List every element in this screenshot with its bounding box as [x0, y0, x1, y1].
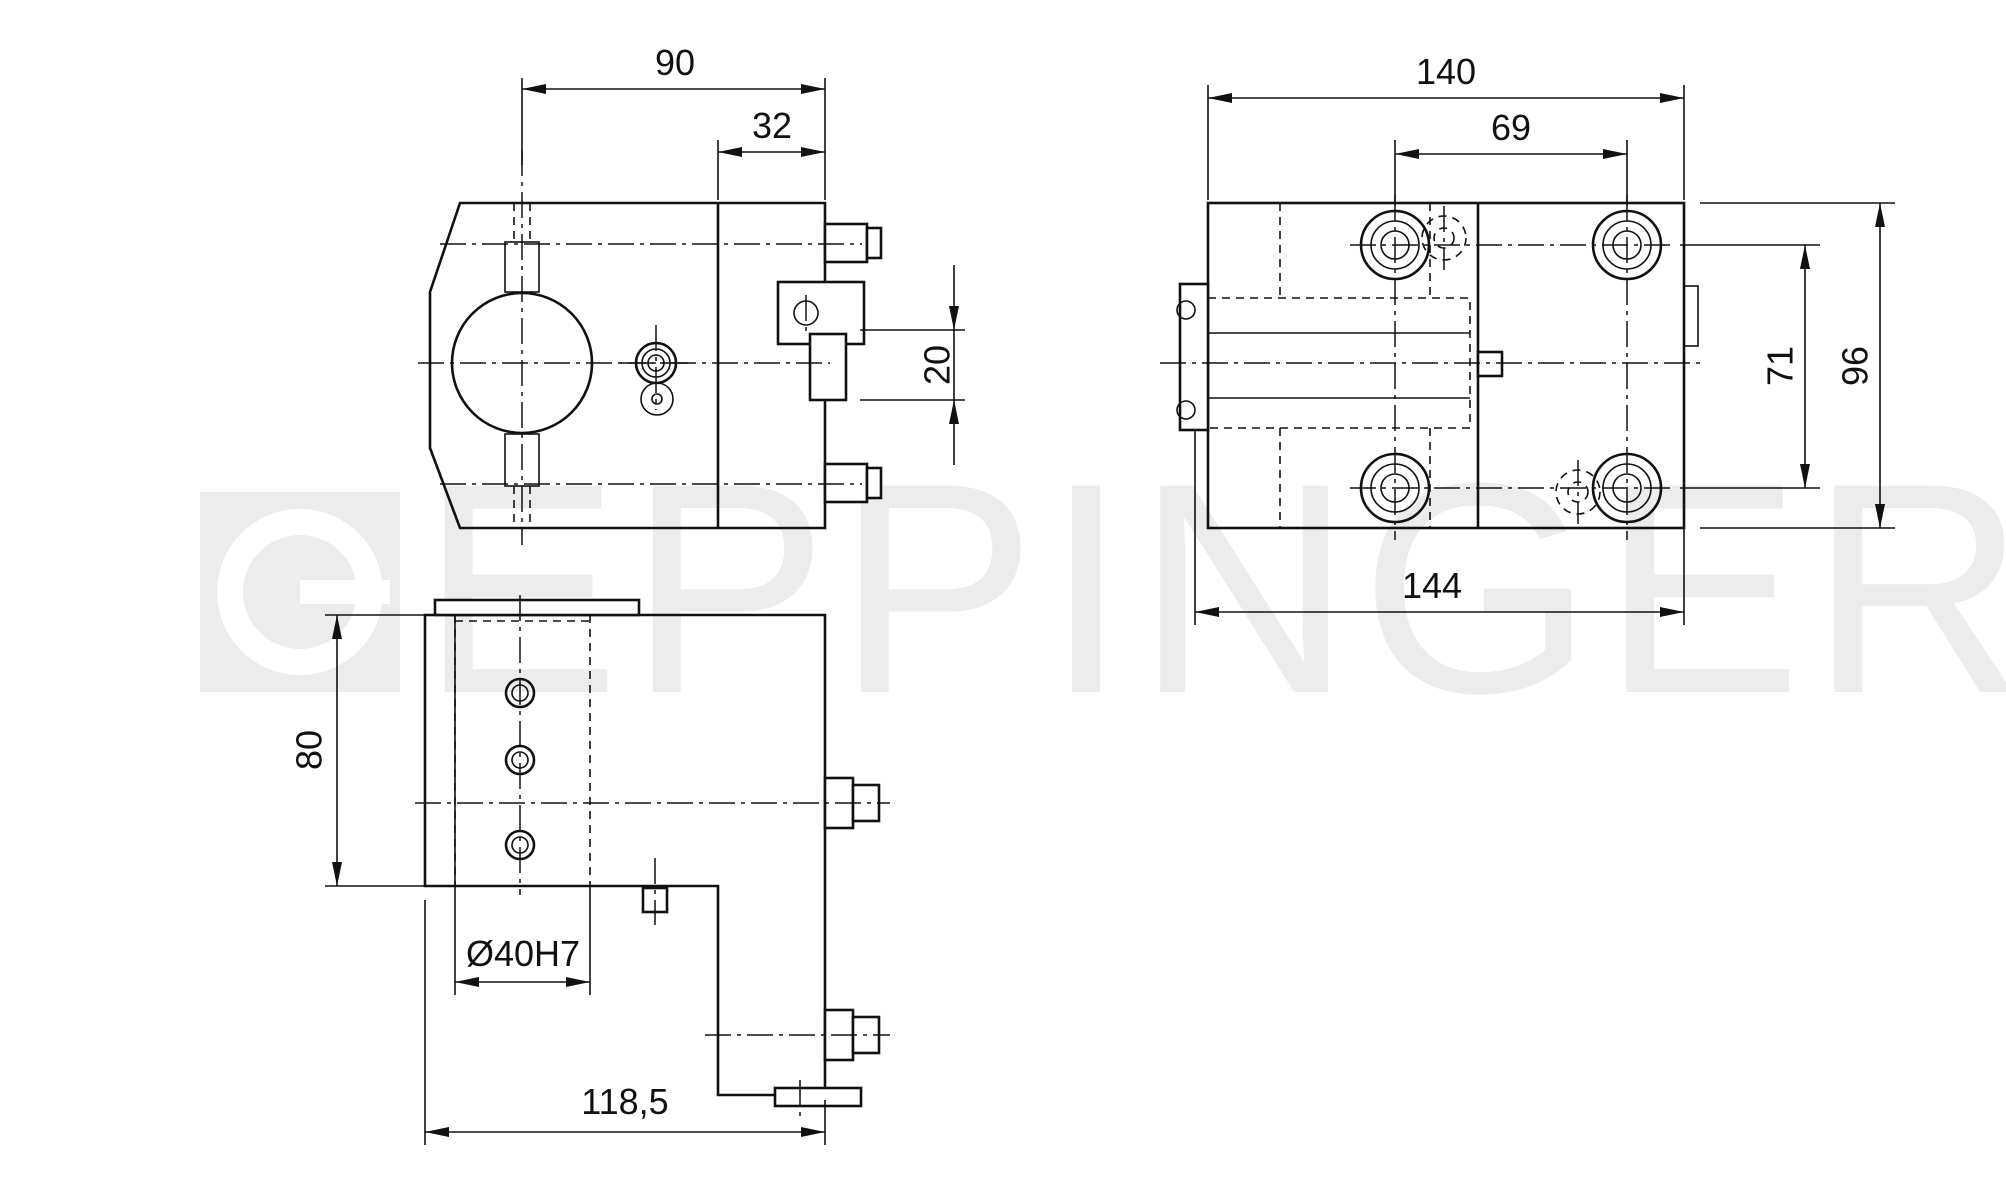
dim-bore: Ø40H7: [466, 933, 580, 974]
dim-front-height: 20: [917, 345, 958, 385]
dim-bottom-length: 118,5: [581, 1081, 668, 1122]
dim-bottom-height: 80: [289, 730, 330, 770]
bottom-view-dimensions: 80 Ø40H7 118,5: [289, 614, 826, 1145]
side-view: [1160, 195, 1700, 540]
side-view-dimensions: 140 69 144 71 96: [1194, 51, 1895, 625]
dim-side-width: 140: [1416, 51, 1476, 92]
dim-front-offset: 32: [752, 105, 792, 146]
dim-side-height: 96: [1835, 346, 1876, 386]
dim-side-bottom-width: 144: [1402, 565, 1462, 606]
front-view-dimensions: 90 32 20: [521, 42, 965, 465]
dim-front-width: 90: [655, 42, 695, 83]
front-view: [418, 150, 883, 545]
eppinger-logo-icon: [200, 492, 400, 692]
watermark: EPPINGER: [200, 420, 2006, 756]
dim-side-inner-height: 71: [1760, 346, 1801, 386]
watermark-text: EPPINGER: [420, 420, 2006, 756]
dim-side-spacing: 69: [1491, 107, 1531, 148]
